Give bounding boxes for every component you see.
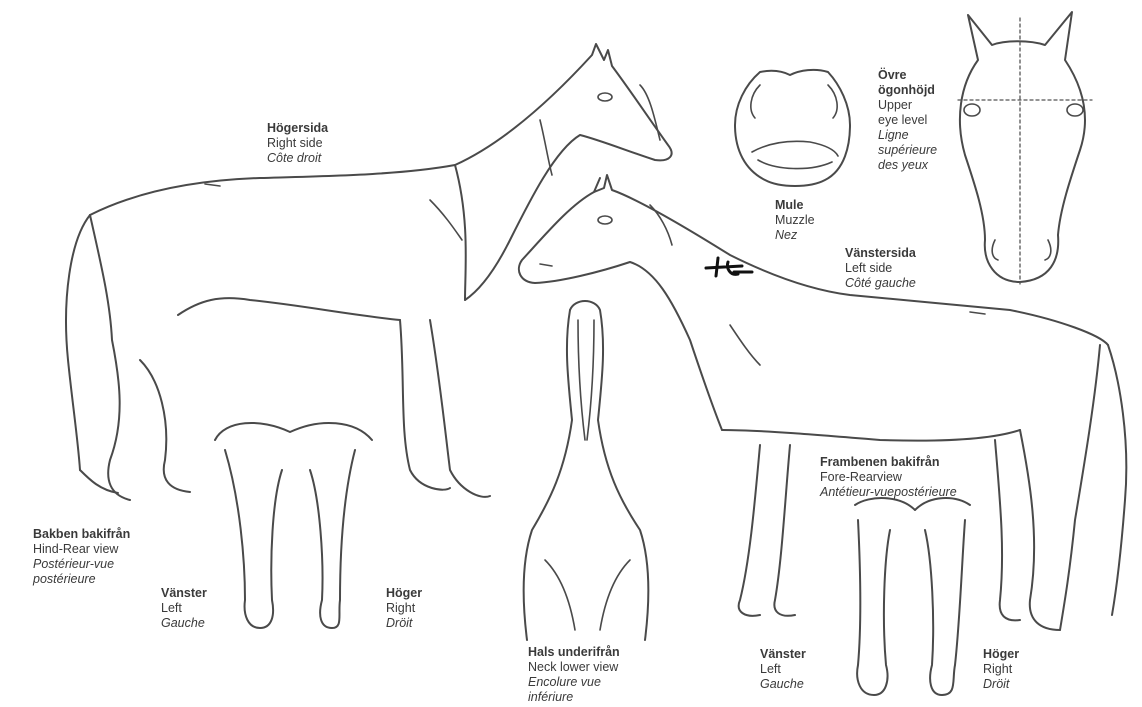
upper-eye-english-1: Upper xyxy=(878,98,937,113)
fore-left-swedish: Vänster xyxy=(760,647,806,662)
hind-rear-english: Hind-Rear view xyxy=(33,542,130,557)
left-side-english: Left side xyxy=(845,261,916,276)
left-side-label: Vänstersida Left side Côté gauche xyxy=(845,246,916,291)
muzzle-label: Mule Muzzle Nez xyxy=(775,198,815,243)
upper-eye-english-2: eye level xyxy=(878,113,937,128)
fore-right-french: Dröit xyxy=(983,677,1019,692)
right-side-swedish: Högersida xyxy=(267,121,328,136)
hind-right-swedish: Höger xyxy=(386,586,422,601)
neck-french-2: infériure xyxy=(528,690,620,705)
hind-left-french: Gauche xyxy=(161,616,207,631)
hind-left-swedish: Vänster xyxy=(161,586,207,601)
neck-french-1: Encolure vue xyxy=(528,675,620,690)
fore-right-label: Höger Right Dröit xyxy=(983,647,1019,692)
upper-eye-swedish-1: Övre xyxy=(878,68,937,83)
fore-rear-french: Antétieur-vuepostérieure xyxy=(820,485,957,500)
handwritten-mark-icon xyxy=(706,258,752,276)
upper-eye-french-2: supérieure xyxy=(878,143,937,158)
left-side-french: Côté gauche xyxy=(845,276,916,291)
neck-english: Neck lower view xyxy=(528,660,620,675)
muzzle-swedish: Mule xyxy=(775,198,815,213)
left-side-swedish: Vänstersida xyxy=(845,246,916,261)
muzzle-english: Muzzle xyxy=(775,213,815,228)
muzzle-french: Nez xyxy=(775,228,815,243)
fore-left-label: Vänster Left Gauche xyxy=(760,647,806,692)
muzzle-outline xyxy=(735,70,850,186)
right-side-label: Högersida Right side Côte droit xyxy=(267,121,328,166)
hind-rear-french-1: Postérieur-vue xyxy=(33,557,130,572)
fore-rear-swedish: Frambenen bakifrån xyxy=(820,455,957,470)
fore-rear-label: Frambenen bakifrån Fore-Rearview Antétie… xyxy=(820,455,957,500)
upper-eye-french-3: des yeux xyxy=(878,158,937,173)
hind-rear-swedish: Bakben bakifrån xyxy=(33,527,130,542)
fore-left-english: Left xyxy=(760,662,806,677)
hind-right-label: Höger Right Dröit xyxy=(386,586,422,631)
upper-eye-swedish-2: ögonhöjd xyxy=(878,83,937,98)
right-side-french: Côte droit xyxy=(267,151,328,166)
hind-left-label: Vänster Left Gauche xyxy=(161,586,207,631)
fore-right-english: Right xyxy=(983,662,1019,677)
neck-lower-outline xyxy=(524,301,649,640)
right-side-english: Right side xyxy=(267,136,328,151)
hind-rear-label: Bakben bakifrån Hind-Rear view Postérieu… xyxy=(33,527,130,587)
neck-swedish: Hals underifrån xyxy=(528,645,620,660)
fore-right-swedish: Höger xyxy=(983,647,1019,662)
upper-eye-label: Övre ögonhöjd Upper eye level Ligne supé… xyxy=(878,68,937,173)
hind-left-english: Left xyxy=(161,601,207,616)
fore-rear-outline xyxy=(855,498,970,695)
left-side-horse-outline xyxy=(519,175,1126,630)
hind-right-english: Right xyxy=(386,601,422,616)
hind-rear-outline xyxy=(215,423,372,628)
hind-rear-french-2: postérieure xyxy=(33,572,130,587)
hind-right-french: Dröit xyxy=(386,616,422,631)
right-side-horse-outline xyxy=(66,44,672,500)
upper-eye-french-1: Ligne xyxy=(878,128,937,143)
neck-label: Hals underifrån Neck lower view Encolure… xyxy=(528,645,620,705)
head-front-outline xyxy=(958,12,1092,284)
fore-left-french: Gauche xyxy=(760,677,806,692)
fore-rear-english: Fore-Rearview xyxy=(820,470,957,485)
